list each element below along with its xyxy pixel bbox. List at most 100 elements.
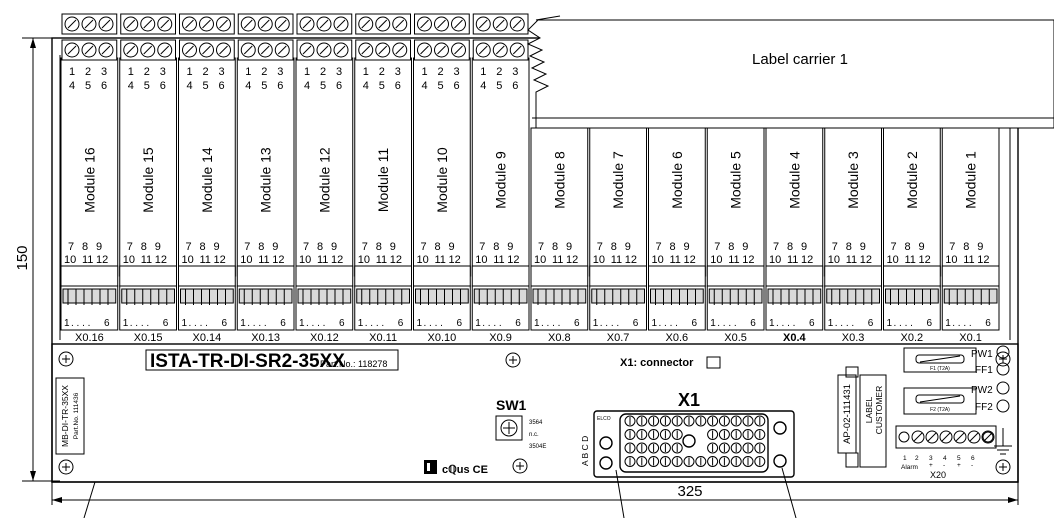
terminal-number-top: 4 (69, 80, 75, 92)
terminal-number-bottom: 12 (801, 254, 813, 266)
terminal-screw-icon (392, 42, 408, 58)
terminal-screw-icon (257, 16, 273, 32)
connector-label: X0.13 (251, 332, 280, 344)
terminal-number-top: 4 (304, 80, 310, 92)
pin-label-dots: . . . . (717, 318, 736, 329)
terminal-number-top: 1 (245, 66, 251, 78)
certification-logo-icon (424, 460, 437, 474)
connector-label: X0.2 (901, 332, 924, 344)
terminal-screw-icon (257, 42, 273, 58)
x20-sign-2: - (943, 462, 945, 469)
terminal-number-top: 3 (219, 66, 225, 78)
terminal-number-bottom: 10 (828, 254, 840, 266)
terminal-number-bottom: 9 (272, 241, 278, 253)
terminal-number-top: 6 (219, 80, 225, 92)
terminal-number-bottom: 10 (182, 254, 194, 266)
terminal-number-bottom: 12 (684, 254, 696, 266)
terminal-number-bottom: 7 (773, 241, 779, 253)
connector-label: X0.6 (666, 332, 689, 344)
terminal-screw-icon (98, 42, 114, 58)
terminal-number-bottom: 9 (449, 241, 455, 253)
terminal-screw-icon (81, 42, 97, 58)
terminal-screw-icon (157, 42, 173, 58)
elco-label: ELCO (597, 416, 611, 422)
pin-label-end: 6 (868, 318, 874, 329)
connector-label: X0.10 (428, 332, 457, 344)
terminal-number-bottom: 11 (141, 254, 152, 266)
terminal-number-bottom: 7 (538, 241, 544, 253)
terminal-number-bottom: 9 (801, 241, 807, 253)
pin-label-end: 6 (104, 318, 110, 329)
terminal-number-bottom: 10 (475, 254, 487, 266)
terminal-number-bottom: 11 (787, 254, 798, 266)
terminal-screw-icon (240, 42, 256, 58)
connector-label: X0.1 (959, 332, 982, 344)
board-lower-panel (51, 343, 1019, 483)
terminal-screw-icon (358, 16, 374, 32)
terminal-number-bottom: 11 (435, 254, 446, 266)
pin-label-end: 6 (574, 318, 580, 329)
terminal-number-top: 3 (101, 66, 107, 78)
terminal-number-top: 6 (454, 80, 460, 92)
led-ff1-label: FF1 (975, 365, 993, 376)
terminal-number-bottom: 8 (82, 241, 88, 253)
terminal-screw-icon (98, 16, 114, 32)
x20-num-3: 3 (929, 455, 933, 462)
pin-label-dots: . . . . (306, 318, 325, 329)
module-label: Module 15 (140, 147, 156, 213)
pin-label-dots: . . . . (482, 318, 501, 329)
pin-label-dots: . . . . (600, 318, 619, 329)
pin-label-start: 1 (769, 318, 775, 329)
terminal-number-top: 2 (320, 66, 326, 78)
terminal-screw-icon (475, 42, 491, 58)
terminal-number-top: 5 (261, 80, 267, 92)
pin-label-start: 1 (182, 318, 188, 329)
pin-label-end: 6 (692, 318, 698, 329)
terminal-screw-icon (64, 42, 80, 58)
label-carrier-title: Label carrier 1 (752, 51, 848, 68)
terminal-number-bottom: 9 (860, 241, 866, 253)
terminal-screw-icon (199, 42, 214, 58)
terminal-number-bottom: 11 (552, 254, 563, 266)
led-ff2-label: FF2 (975, 402, 993, 413)
terminal-number-bottom: 9 (507, 241, 513, 253)
fuse-f2: F2 (T2A) (930, 407, 950, 413)
terminal-number-bottom: 8 (493, 241, 499, 253)
terminal-number-bottom: 7 (656, 241, 662, 253)
terminal-number-top: 1 (422, 66, 428, 78)
terminal-number-top: 5 (379, 80, 385, 92)
terminal-screw-icon (451, 16, 466, 32)
side-label-part: Part.No. 111436 (73, 392, 80, 439)
terminal-screw-icon (299, 16, 315, 32)
pin-label-start: 1 (240, 318, 246, 329)
connector-label: X0.3 (842, 332, 865, 344)
terminal-number-bottom: 12 (507, 254, 519, 266)
terminal-number-top: 4 (128, 80, 134, 92)
label-customer-2: CUSTOMER (874, 386, 884, 435)
pin-label-dots: . . . . (247, 318, 266, 329)
terminal-number-bottom: 8 (728, 241, 734, 253)
terminal-screw-icon (434, 42, 449, 58)
terminal-number-bottom: 8 (787, 241, 793, 253)
terminal-number-bottom: 10 (769, 254, 781, 266)
pin-label-dots: . . . . (189, 318, 208, 329)
sw1-line3: 3504E (529, 444, 546, 450)
ground-icon (994, 428, 1012, 455)
terminal-screw-icon (492, 16, 508, 32)
terminal-number-bottom: 7 (244, 241, 250, 253)
terminal-number-bottom: 8 (905, 241, 911, 253)
pin-label-dots: . . . . (541, 318, 560, 329)
sw1-line2: n.c. (529, 432, 539, 438)
terminal-number-bottom: 9 (96, 241, 102, 253)
led-pw2-label: PW2 (971, 385, 993, 396)
terminal-number-bottom: 11 (963, 254, 974, 266)
terminal-screw-icon (509, 16, 525, 32)
terminal-number-bottom: 9 (977, 241, 983, 253)
terminal-number-bottom: 9 (742, 241, 748, 253)
terminal-screw-icon (299, 42, 315, 58)
x1-pin-letters: A B C D (580, 436, 590, 466)
pin-label-start: 1 (299, 318, 305, 329)
connector-label: X0.7 (607, 332, 630, 344)
